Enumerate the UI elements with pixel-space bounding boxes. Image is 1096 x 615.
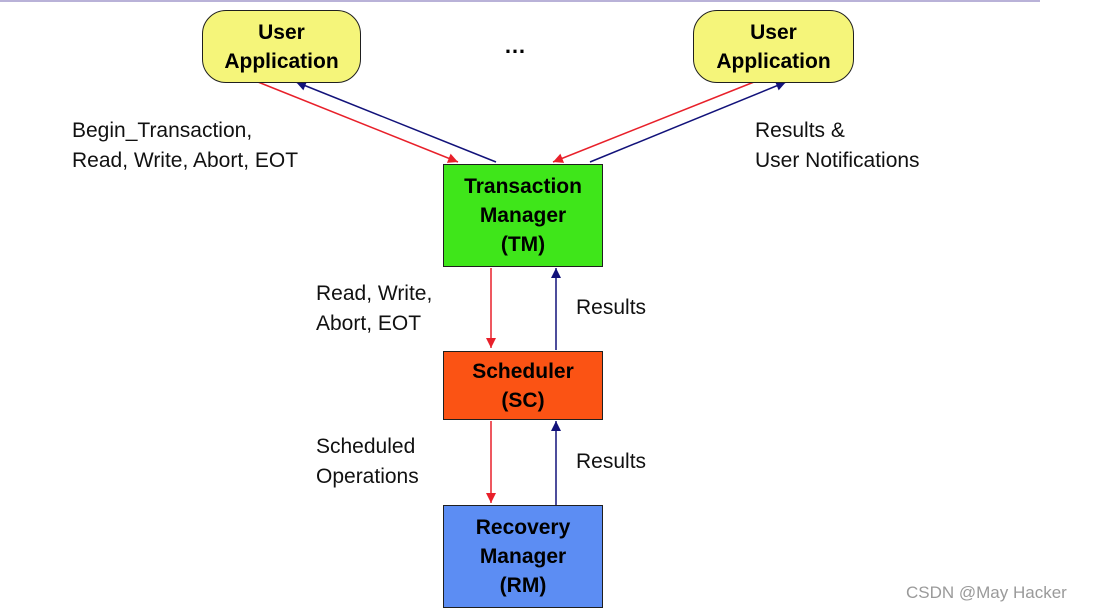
label-rm-to-sc-text: Results: [576, 450, 647, 473]
sc-line1: Scheduler: [472, 359, 574, 383]
recovery-manager-box: Recovery Manager (RM): [443, 505, 603, 608]
label-app-to-tm-line1: Begin_Transaction,: [72, 119, 253, 142]
label-tm-to-app-line2: User Notifications: [755, 149, 920, 172]
transaction-manager-box: Transaction Manager (TM): [443, 164, 603, 267]
watermark: CSDN @May Hacker: [906, 583, 1067, 602]
label-app-to-tm-line2: Read, Write, Abort, EOT: [72, 149, 299, 172]
label-app-to-tm: Begin_Transaction, Read, Write, Abort, E…: [72, 116, 298, 176]
user-application-left-line2: Application: [224, 49, 339, 73]
arrow-app-right-to-tm: [552, 81, 755, 163]
rm-line1: Recovery: [475, 516, 571, 539]
user-application-right-line2: Application: [716, 49, 831, 73]
top-border-line: [0, 0, 1040, 2]
label-tm-to-sc-line1: Read, Write,: [316, 282, 433, 305]
user-application-right-line1: User: [750, 20, 797, 44]
label-rm-to-sc: Results: [576, 447, 646, 477]
tm-line2: Manager: [479, 204, 567, 227]
user-application-left-line1: User: [258, 20, 305, 44]
arrow-tm-to-app-right: [589, 81, 787, 163]
scheduler-box: Scheduler (SC): [443, 351, 603, 420]
ellipsis-text: …: [504, 32, 526, 58]
tm-line3: (TM): [500, 233, 546, 256]
tm-line1: Transaction: [464, 175, 582, 198]
rm-line3: (RM): [499, 574, 547, 597]
arrow-tm-to-app-left: [295, 81, 497, 163]
user-application-left: User Application: [202, 10, 361, 83]
label-tm-to-app-line1: Results &: [755, 119, 845, 142]
rm-line2: Manager: [479, 545, 567, 568]
user-application-right: User Application: [693, 10, 854, 83]
arrow-app-left-to-tm: [257, 81, 459, 163]
label-tm-to-sc: Read, Write, Abort, EOT: [316, 279, 432, 339]
more-applications-ellipsis: …: [480, 30, 550, 60]
label-sc-to-rm-line1: Scheduled: [316, 435, 416, 458]
label-sc-to-tm-text: Results: [576, 296, 647, 319]
label-tm-to-sc-line2: Abort, EOT: [316, 312, 422, 335]
sc-line2: (SC): [501, 388, 545, 412]
label-sc-to-rm-line2: Operations: [316, 465, 419, 488]
label-tm-to-app: Results & User Notifications: [755, 116, 920, 176]
label-sc-to-rm: Scheduled Operations: [316, 432, 419, 492]
label-sc-to-tm: Results: [576, 293, 646, 323]
